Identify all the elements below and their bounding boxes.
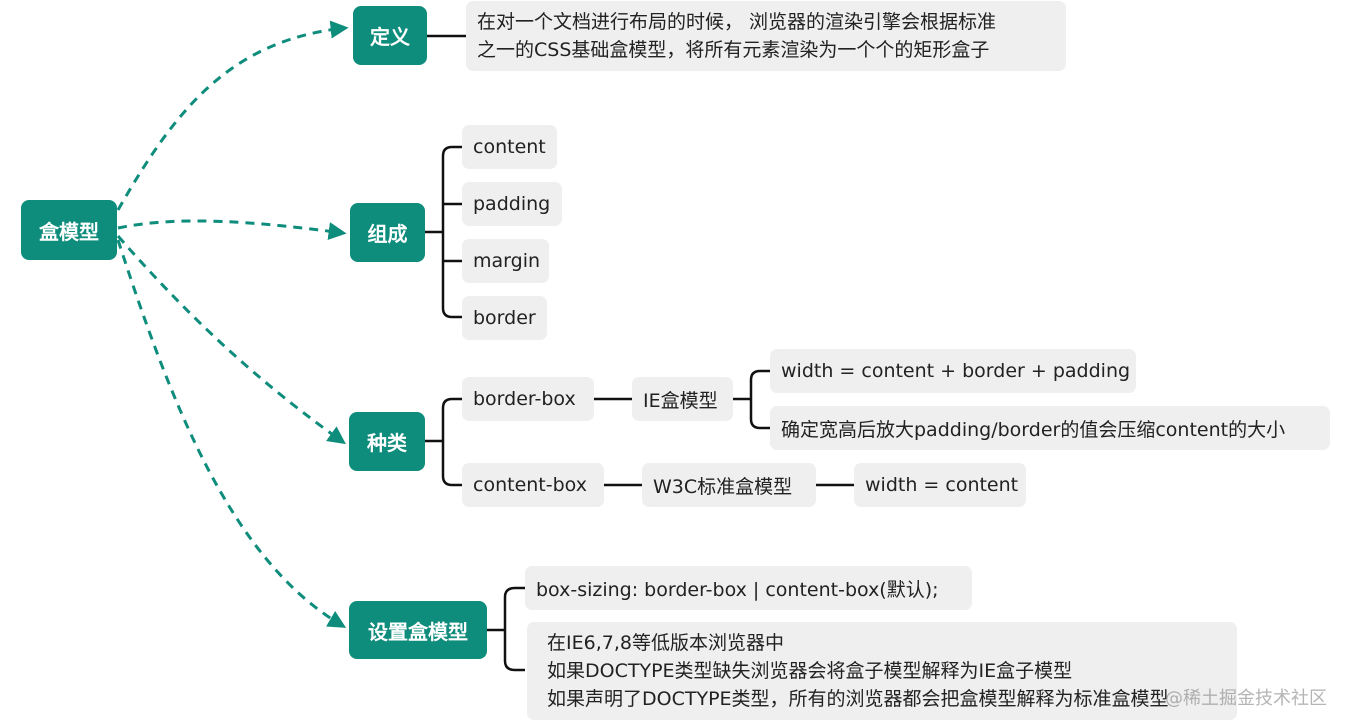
bracket-ie-notes: [733, 369, 770, 430]
definition-line-1: 在对一个文档进行布局的时候， 浏览器的渲染引擎会根据标准: [477, 11, 997, 33]
composition-item-content: content: [462, 125, 557, 169]
watermark: @稀土掘金技术社区: [1165, 688, 1327, 709]
setting-notes: 在IE6,7,8等低版本浏览器中 如果DOCTYPE类型缺失浏览器会将盒子模型解…: [527, 622, 1237, 720]
link-root-definition: [116, 20, 349, 211]
definition-text: 在对一个文档进行布局的时候， 浏览器的渲染引擎会根据标准 之一的CSS基础盒模型…: [466, 1, 1066, 71]
node-composition[interactable]: 组成: [350, 203, 425, 262]
root-node[interactable]: 盒模型: [21, 200, 117, 260]
link-root-types: [116, 235, 346, 445]
node-definition[interactable]: 定义: [353, 6, 427, 65]
composition-item-border: border: [462, 296, 547, 340]
ie-note-formula: width = content + border + padding: [770, 349, 1136, 393]
type-ie-model: IE盒模型: [632, 377, 733, 421]
node-types[interactable]: 种类: [349, 412, 425, 471]
setting-line-2: 如果DOCTYPE类型缺失浏览器会将盒子模型解释为IE盒子模型: [547, 660, 1073, 682]
type-w3c-model: W3C标准盒模型: [642, 463, 816, 507]
bracket-setting: [487, 586, 525, 672]
composition-item-padding: padding: [462, 182, 562, 226]
bracket-types: [425, 397, 462, 487]
type-border-box: border-box: [462, 377, 594, 421]
link-root-setting: [116, 239, 347, 628]
definition-line-2: 之一的CSS基础盒模型，将所有元素渲染为一个个的矩形盒子: [477, 39, 990, 61]
setting-line-3: 如果声明了DOCTYPE类型，所有的浏览器都会把盒模型解释为标准盒模型: [547, 688, 1169, 710]
setting-syntax: box-sizing: border-box | content-box(默认)…: [525, 566, 972, 610]
node-setting[interactable]: 设置盒模型: [349, 601, 487, 659]
w3c-note-formula: width = content: [854, 463, 1026, 507]
ie-note-compress: 确定宽高后放大padding/border的值会压缩content的大小: [770, 406, 1330, 450]
composition-item-margin: margin: [462, 239, 549, 283]
setting-line-1: 在IE6,7,8等低版本浏览器中: [547, 632, 784, 654]
type-content-box: content-box: [462, 463, 604, 507]
bracket-composition: [425, 145, 462, 319]
link-root-composition: [117, 219, 347, 241]
